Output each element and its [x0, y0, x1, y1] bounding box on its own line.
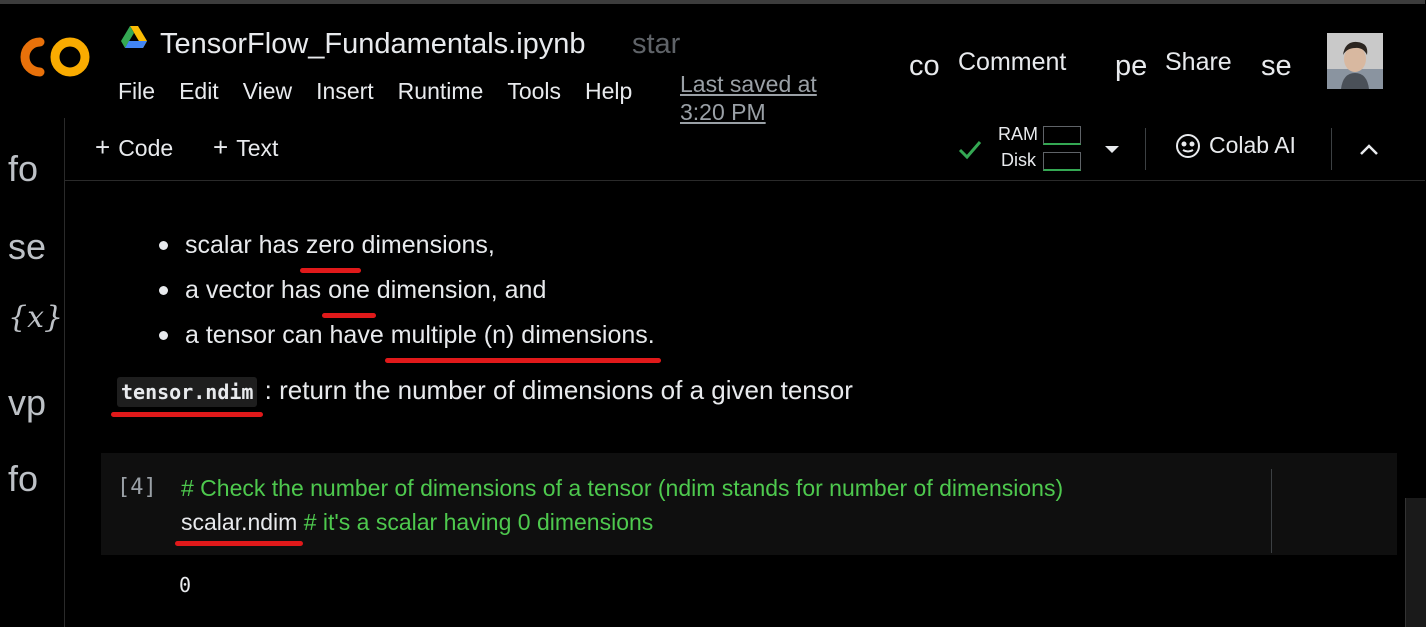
colab-ai-label: Colab AI: [1209, 132, 1296, 158]
menu-edit[interactable]: Edit: [179, 78, 219, 104]
sidebar-item-variables[interactable]: {x}: [8, 300, 64, 335]
sidebar-item-toc[interactable]: fo: [8, 148, 39, 189]
comment-button[interactable]: Comment: [958, 48, 1067, 76]
underlined-text: zero: [299, 227, 361, 273]
avatar-photo-icon: [1327, 33, 1383, 89]
add-code-label: Code: [118, 135, 174, 161]
google-drive-icon[interactable]: [121, 26, 147, 50]
window-top-border: [0, 0, 1425, 4]
cell-output: 0: [179, 573, 192, 597]
connected-check-icon: [958, 141, 982, 160]
cell-divider: [1271, 469, 1272, 553]
plus-icon: +: [95, 132, 111, 162]
settings-icon-text[interactable]: se: [1261, 50, 1292, 82]
share-button[interactable]: Share: [1165, 48, 1232, 76]
bullet-text: dimensions,: [354, 231, 495, 259]
notebook-content: scalar has zero dimensions, a vector has…: [65, 181, 1425, 627]
sidebar-item-files[interactable]: fo: [8, 458, 39, 499]
plus-icon: +: [213, 132, 229, 162]
underlined-text: one: [322, 272, 376, 318]
menu-file[interactable]: File: [118, 78, 156, 104]
colab-ai-button[interactable]: Colab AI: [1175, 132, 1296, 159]
colab-ai-icon: [1176, 133, 1200, 158]
ram-usage-bar: [1043, 126, 1081, 145]
add-text-button[interactable]: + Text: [213, 132, 278, 163]
disk-label: Disk: [1001, 150, 1036, 170]
code-inline-comment: # it's a scalar having 0 dimensions: [297, 509, 654, 535]
add-text-label: Text: [236, 135, 279, 161]
code-expression: scalar.ndim: [174, 509, 304, 546]
inline-code: tensor.ndim: [110, 377, 264, 417]
menu-bar: File Edit View Insert Runtime Tools Help: [118, 78, 656, 105]
list-item: scalar has zero dimensions,: [155, 227, 655, 273]
toolbar-divider: [1331, 128, 1332, 170]
bullet-text: scalar has: [185, 231, 306, 259]
bullet-text: dimension, and: [369, 276, 547, 304]
menu-help[interactable]: Help: [585, 78, 633, 104]
list-item: a tensor can have multiple (n) dimension…: [155, 317, 661, 363]
code-cell[interactable]: [4] # Check the number of dimensions of …: [101, 453, 1397, 555]
sidebar-item-search[interactable]: se: [8, 226, 47, 267]
list-item: a vector has one dimension, and: [155, 272, 655, 318]
menu-view[interactable]: View: [242, 78, 293, 104]
vertical-scrollbar[interactable]: [1405, 498, 1426, 627]
ndim-description: tensor.ndim : return the number of dimen…: [110, 375, 853, 417]
code-comment-line: # Check the number of dimensions of a te…: [181, 475, 1064, 501]
colab-logo-icon[interactable]: [18, 34, 94, 80]
code-line: scalar.ndim # it's a scalar having 0 dim…: [174, 509, 654, 546]
menu-tools[interactable]: Tools: [507, 78, 562, 104]
ndim-description-text: : return the number of dimensions of a g…: [257, 375, 853, 405]
menu-runtime[interactable]: Runtime: [397, 78, 484, 104]
bullet-text: a vector has: [185, 276, 329, 304]
menu-insert[interactable]: Insert: [316, 78, 374, 104]
disk-usage-bar: [1043, 152, 1081, 171]
collapse-chevron-up-icon[interactable]: [1355, 136, 1383, 164]
underlined-text: multiple (n) dimensions.: [384, 317, 661, 363]
notebook-toolbar: + Code + Text RAM Disk Colab AI: [65, 118, 1425, 181]
sidebar-item-secrets[interactable]: vp: [8, 382, 47, 423]
last-saved-link[interactable]: Last saved at 3:20 PM: [680, 71, 817, 125]
bullet-text: a tensor can have: [185, 321, 391, 349]
left-sidebar: fo se {x} vp fo: [0, 118, 65, 627]
share-icon-text[interactable]: pe: [1115, 50, 1148, 82]
ram-label: RAM: [998, 124, 1038, 144]
execution-count[interactable]: [4]: [117, 475, 157, 500]
star-button-clipped[interactable]: star: [632, 28, 681, 60]
notebook-title[interactable]: TensorFlow_Fundamentals.ipynb: [160, 28, 586, 60]
user-avatar[interactable]: [1327, 33, 1383, 89]
bullet-list: scalar has zero dimensions, a vector has…: [155, 227, 661, 363]
add-code-button[interactable]: + Code: [95, 132, 173, 163]
comment-icon-text[interactable]: co: [909, 50, 940, 82]
runtime-dropdown-icon[interactable]: [1101, 138, 1123, 160]
toolbar-divider: [1145, 128, 1146, 170]
